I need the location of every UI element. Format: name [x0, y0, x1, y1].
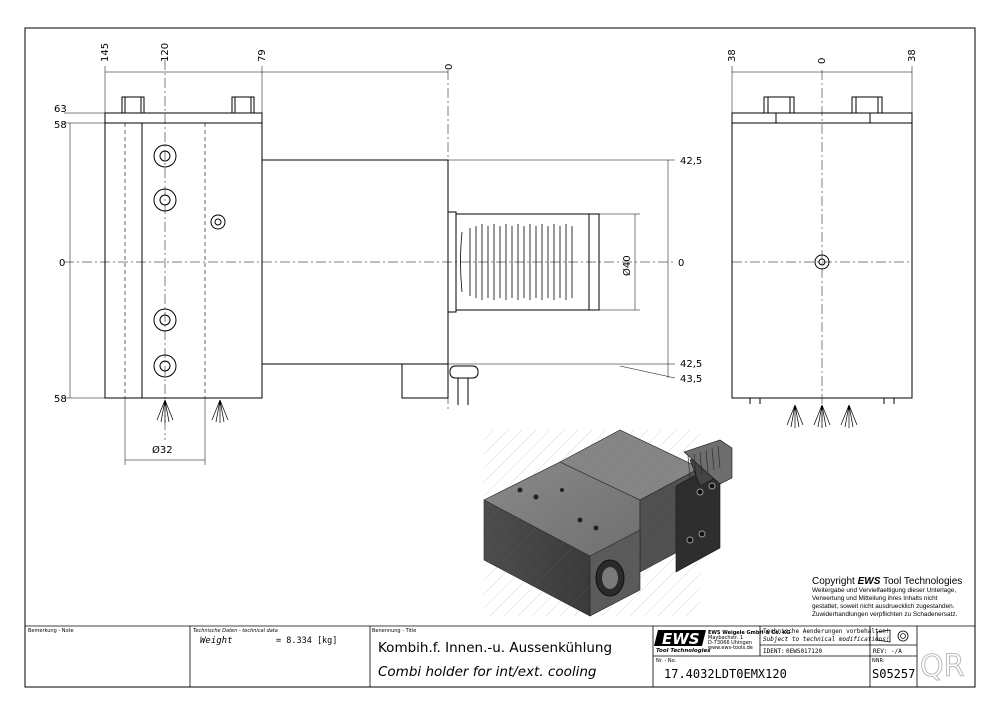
dim-left-4: 58: [54, 394, 67, 405]
dim-right-2: 0: [678, 258, 684, 269]
dim-top-2: 120: [160, 43, 171, 62]
drawing-number: 17.4032LDT0EMX120: [664, 667, 787, 681]
isometric-view: [483, 429, 733, 617]
copyright-line-2: Verwertung und Mitteilung ihres Inhalts …: [812, 595, 938, 602]
copyright-heading: Copyright EWS Tool Technologies: [812, 576, 982, 587]
company-line-2: Maybachstr. 1: [708, 635, 743, 641]
dimension-lines: [64, 66, 913, 465]
copyright-line-1: Weitergabe und Vervielfaeltigung dieser …: [812, 587, 957, 594]
dim-left-1: 63: [54, 104, 67, 115]
dim-bore: Ø40: [621, 255, 633, 276]
note-label: Bemerkung - Note: [28, 628, 74, 634]
coolant-spray-icon: [156, 399, 229, 423]
dim-right-1: 42,5: [680, 156, 702, 167]
tech-data-label: Technische Daten - technical data: [193, 628, 278, 634]
dim-side-2: 0: [817, 58, 828, 64]
nnr-number: S05257: [872, 667, 915, 681]
dim-top-4: 0: [444, 64, 455, 70]
changes-german: Technische Aenderungen vorbehalten!: [763, 628, 889, 635]
ews-logo-sub: Tool Technologies: [656, 648, 711, 654]
number-label: Nr. - No.: [656, 658, 677, 664]
changes-english: Subject to technical modifications!: [763, 636, 889, 643]
socket-screw-icon: [153, 144, 226, 378]
front-view: [104, 96, 600, 423]
ews-logo: EWS Tool Technologies: [654, 630, 711, 654]
dim-side-3: 38: [907, 49, 918, 62]
weight-label: Weight: [200, 636, 233, 646]
dim-top-1: 145: [100, 43, 111, 62]
dim-left-3: 0: [59, 258, 65, 269]
dim-right-3: 42,5: [680, 359, 702, 370]
dim-top-3: 79: [257, 49, 268, 62]
dim-left-2: 58: [54, 120, 67, 131]
centerlines: [64, 60, 912, 440]
company-line-4: www.ews-tools.de: [708, 645, 753, 651]
copyright-line-4: Zuwiderhandlungen verpflichten zu Schade…: [812, 611, 958, 618]
dim-side-1: 38: [727, 49, 738, 62]
company-line-3: D-73066 Uhingen: [708, 640, 752, 646]
nnr-label: NNR:: [872, 658, 885, 664]
copyright-prefix: Copyright: [812, 576, 855, 587]
copyright-notice: Copyright EWS Tool Technologies Weiterga…: [812, 576, 982, 619]
title-label: Benennung - Title: [372, 628, 416, 634]
title-english: Combi holder for int/ext. cooling: [378, 664, 597, 680]
title-german: Kombih.f. Innen.-u. Aussenkühlung: [378, 640, 612, 656]
sheet-border: [24, 27, 976, 688]
qr-placeholder: QR: [920, 649, 964, 684]
company-line-1: EWS Weigele GmbH & Co. KG: [708, 630, 790, 636]
revision: REV: -/A: [873, 648, 902, 655]
dimension-labels: 145 120 79 0 63 58 0 58 42,5 0 42,5 43,5…: [54, 43, 918, 456]
dim-right-4: 43,5: [680, 374, 702, 385]
ews-logo-text: EWS: [662, 630, 700, 648]
ident-label: IDENT:: [763, 648, 785, 655]
title-block-texts: Bemerkung - Note Technische Daten - tech…: [28, 628, 965, 685]
weight-value: = 8.334 [kg]: [276, 636, 337, 646]
copyright-suffix: Tool Technologies: [882, 576, 963, 587]
copyright-line-3: gestattet, soweit nicht ausdruecklich zu…: [812, 603, 955, 610]
ident-value: 0EWS017120: [786, 648, 823, 655]
title-block: [25, 625, 975, 687]
dim-bottom: Ø32: [152, 444, 173, 456]
copyright-brand: EWS: [857, 576, 881, 587]
side-view: [731, 96, 913, 428]
